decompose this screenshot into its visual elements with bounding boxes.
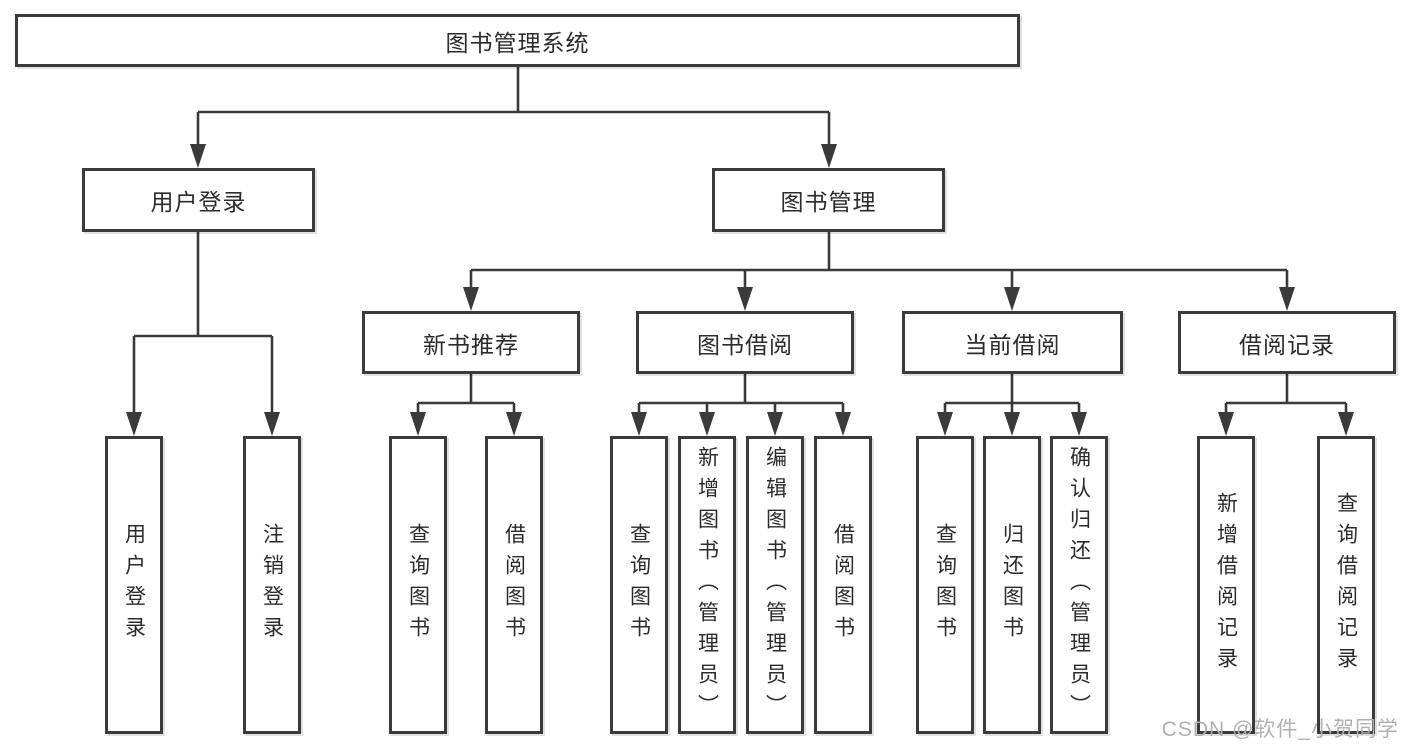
node-new-book-recommend: 新书推荐 — [362, 311, 580, 374]
node-book-management-system: 图书管理系统 — [15, 14, 1020, 67]
arrowhead-icon — [631, 412, 647, 436]
arrowhead-icon — [737, 287, 753, 311]
node-add-borrow-record: 新增借阅记录 — [1197, 436, 1255, 734]
node-borrow-books: 借阅图书 — [814, 436, 872, 734]
node-label: 编辑图书（管理员） — [763, 445, 787, 725]
connector-user-login-to-leaves — [126, 232, 280, 436]
node-borrow-books: 借阅图书 — [485, 436, 543, 734]
node-query-books: 查询图书 — [389, 436, 447, 734]
arrowhead-icon — [821, 144, 837, 168]
node-edit-books-admin: 编辑图书（管理员） — [746, 436, 804, 734]
node-label: 借阅图书 — [502, 523, 526, 647]
arrowhead-icon — [264, 412, 280, 436]
node-query-books: 查询图书 — [610, 436, 668, 734]
arrowhead-icon — [1279, 287, 1295, 311]
node-label: 查询借阅记录 — [1334, 492, 1358, 678]
arrowhead-icon — [767, 412, 783, 436]
node-user-login-leaf: 用户登录 — [105, 436, 163, 734]
node-query-borrow-record: 查询借阅记录 — [1317, 436, 1375, 734]
node-label: 新增借阅记录 — [1214, 492, 1238, 678]
node-label: 图书借阅 — [697, 331, 793, 358]
node-label: 新增图书（管理员） — [695, 445, 719, 725]
connector-borrow-records-to-leaves — [1218, 374, 1354, 436]
node-label: 用户登录 — [150, 189, 247, 215]
node-label: 查询图书 — [627, 523, 651, 647]
node-book-management: 图书管理 — [712, 168, 945, 232]
node-return-books: 归还图书 — [983, 436, 1041, 734]
node-borrow-records: 借阅记录 — [1178, 311, 1396, 374]
arrowhead-icon — [410, 412, 426, 436]
node-add-books-admin: 新增图书（管理员） — [678, 436, 736, 734]
arrowhead-icon — [937, 412, 953, 436]
node-label: 注销登录 — [260, 523, 284, 647]
arrowhead-icon — [190, 144, 206, 168]
node-logout: 注销登录 — [243, 436, 301, 734]
connector-root-to-level2 — [190, 67, 837, 168]
arrowhead-icon — [126, 412, 142, 436]
arrowhead-icon — [506, 412, 522, 436]
node-current-borrow: 当前借阅 — [902, 311, 1123, 374]
node-user-login: 用户登录 — [82, 168, 315, 232]
arrowhead-icon — [835, 412, 851, 436]
arrowhead-icon — [1071, 412, 1087, 436]
node-label: 借阅图书 — [831, 523, 855, 647]
node-confirm-return-admin: 确认归还（管理员） — [1050, 436, 1108, 734]
connector-current-borrow-to-leaves — [937, 374, 1087, 436]
node-label: 图书管理系统 — [445, 29, 590, 56]
arrowhead-icon — [1338, 412, 1354, 436]
arrowhead-icon — [463, 287, 479, 311]
node-label: 查询图书 — [933, 523, 957, 647]
connector-book-management-to-level3 — [463, 232, 1295, 311]
node-label: 用户登录 — [122, 523, 146, 647]
connector-book-borrow-to-leaves — [631, 374, 851, 436]
csdn-watermark: CSDN @软件_小贺同学 — [1161, 718, 1399, 741]
node-label: 图书管理 — [780, 189, 877, 215]
node-label: 查询图书 — [406, 523, 430, 647]
node-book-borrow: 图书借阅 — [636, 311, 854, 374]
node-label: 借阅记录 — [1239, 331, 1335, 358]
arrowhead-icon — [699, 412, 715, 436]
node-query-books: 查询图书 — [916, 436, 974, 734]
node-label: 新书推荐 — [423, 331, 519, 358]
connector-new-book-recommend-to-leaves — [410, 374, 522, 436]
arrowhead-icon — [1004, 287, 1020, 311]
node-label: 当前借阅 — [964, 331, 1061, 358]
arrowhead-icon — [1218, 412, 1234, 436]
node-label: 确认归还（管理员） — [1067, 445, 1091, 725]
arrowhead-icon — [1004, 412, 1020, 436]
node-label: 归还图书 — [1000, 523, 1024, 647]
